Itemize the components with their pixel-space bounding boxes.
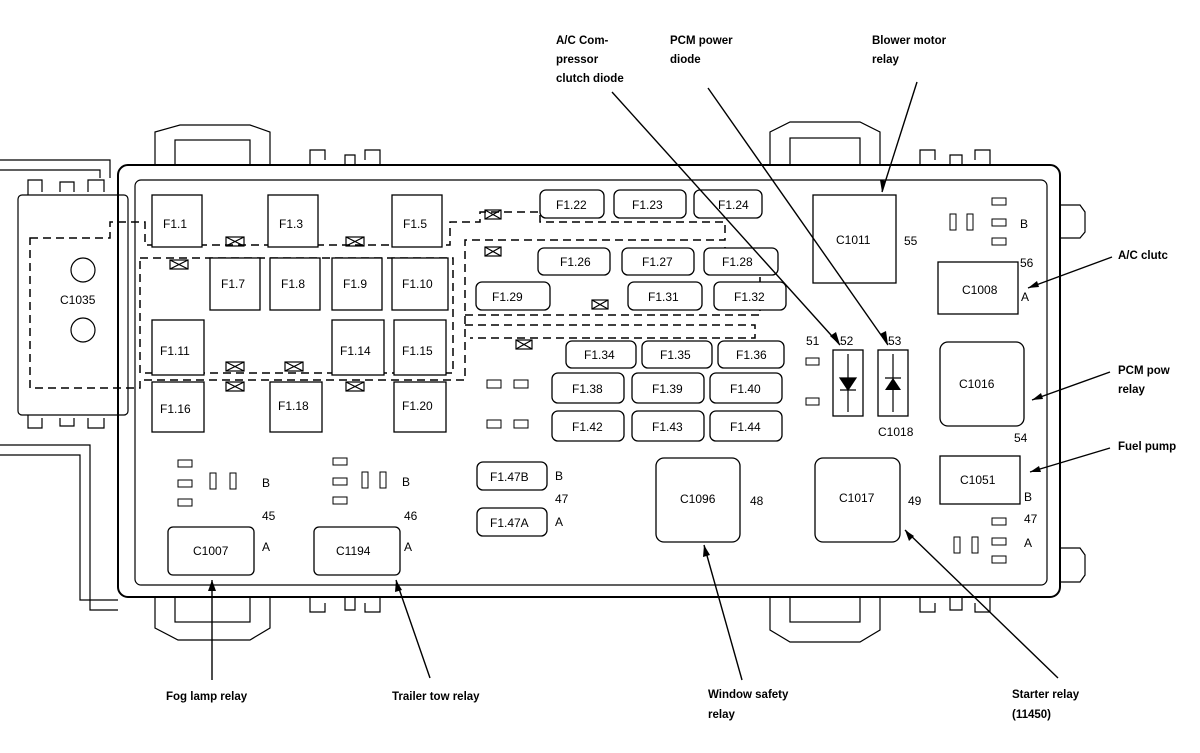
fuse-f1-14: F1.14 (340, 344, 371, 358)
relay-c1194: C1194 (336, 544, 371, 558)
fuse-f1-24: F1.24 (718, 198, 749, 212)
callout-ac-diode-1: A/C Com- (556, 35, 609, 47)
position-56: 56 (1020, 256, 1034, 270)
position-b-47: B (555, 469, 563, 483)
position-b-54: B (1024, 490, 1032, 504)
position-47-right: 47 (1024, 512, 1038, 526)
relay-c1051: C1051 (960, 473, 996, 487)
fuse-f1-27: F1.27 (642, 255, 673, 269)
fuse-f1-28: F1.28 (722, 255, 753, 269)
callout-window-safety-1: Window safety (708, 689, 789, 701)
position-b-55: B (1020, 217, 1028, 231)
position-51: 51 (806, 334, 820, 348)
relay-c1007: C1007 (193, 544, 229, 558)
position-54: 54 (1014, 431, 1028, 445)
callout-fog-lamp: Fog lamp relay (166, 691, 248, 703)
diode-c1018: C1018 (878, 425, 914, 439)
callout-leaders (211, 81, 1113, 681)
position-55: 55 (904, 234, 918, 248)
fuse-f1-29: F1.29 (492, 290, 523, 304)
fuse-f1-43: F1.43 (652, 420, 683, 434)
position-a-47r: A (1024, 536, 1032, 550)
fuse-f1-9: F1.9 (343, 277, 367, 291)
fuse-f1-40: F1.40 (730, 382, 761, 396)
fuse-f1-39: F1.39 (652, 382, 683, 396)
callout-ac-diode-2: pressor (556, 54, 599, 66)
fuse-f1-34: F1.34 (584, 348, 615, 362)
connector-c1035-label: C1035 (60, 293, 96, 307)
callout-blower-1: Blower motor (872, 35, 947, 47)
callout-arrowheads (208, 180, 1043, 592)
position-46: 46 (404, 509, 418, 523)
fuse-f1-11: F1.11 (160, 344, 190, 358)
callout-pcm-relay-2: relay (1118, 384, 1145, 396)
fuse-f1-42: F1.42 (572, 420, 603, 434)
fuse-f1-22: F1.22 (556, 198, 587, 212)
callout-fuel-pump: Fuel pump (1118, 441, 1176, 453)
relay-c1017: C1017 (839, 491, 875, 505)
fuse-f1-10: F1.10 (402, 277, 433, 291)
callout-starter-2: (11450) (1012, 709, 1051, 721)
fuse-f1-20: F1.20 (402, 399, 433, 413)
position-48: 48 (750, 494, 764, 508)
callout-starter-1: Starter relay (1012, 689, 1080, 701)
fuse-f1-31: F1.31 (648, 290, 679, 304)
pin-slots: B B B 47 A (177, 197, 1038, 564)
position-47-left: 47 (555, 492, 569, 506)
callout-pcm-diode-2: diode (670, 54, 701, 66)
callout-pcm-diode-1: PCM power (670, 35, 733, 47)
position-a-47: A (555, 515, 563, 529)
fuse-f1-8: F1.8 (281, 277, 305, 291)
fuse-f1-18: F1.18 (278, 399, 309, 413)
fuse-f1-47a: F1.47A (490, 516, 529, 530)
fuse-f1-32: F1.32 (734, 290, 765, 304)
position-a-45: A (262, 540, 270, 554)
relay-c1011: C1011 (836, 233, 871, 247)
fuse-f1-5: F1.5 (403, 217, 427, 231)
callout-window-safety-2: relay (708, 709, 735, 721)
callout-labels: A/C Com- pressor clutch diode PCM power … (166, 35, 1176, 721)
callout-ac-diode-3: clutch diode (556, 73, 624, 85)
position-45: 45 (262, 509, 276, 523)
fuse-f1-26: F1.26 (560, 255, 591, 269)
callout-blower-2: relay (872, 54, 899, 66)
relays: C1011 55 C1008 56 A C1016 54 C1051 B C10… (167, 194, 1034, 576)
fuse-box-housing (0, 121, 1086, 643)
fuse-f1-1: F1.1 (163, 217, 187, 231)
position-a-46: A (404, 540, 412, 554)
callout-ac-clutch: A/C clutc (1118, 250, 1168, 262)
position-49: 49 (908, 494, 922, 508)
relay-c1096: C1096 (680, 492, 716, 506)
connector-c1035: C1035 (60, 257, 96, 343)
position-b-45: B (262, 476, 270, 490)
fuse-f1-15: F1.15 (402, 344, 433, 358)
position-53: 53 (888, 334, 902, 348)
relay-c1008: C1008 (962, 283, 998, 297)
fuse-f1-35: F1.35 (660, 348, 691, 362)
mini-fuse-block: F1.22 F1.23 F1.24 F1.26 F1.27 F1.28 F1.2… (475, 189, 787, 537)
position-b-46: B (402, 475, 410, 489)
fuse-f1-3: F1.3 (279, 217, 303, 231)
position-a-56: A (1021, 290, 1029, 304)
fuse-f1-47b: F1.47B (490, 470, 529, 484)
fuse-f1-7: F1.7 (221, 277, 245, 291)
fuse-f1-38: F1.38 (572, 382, 603, 396)
relay-c1016: C1016 (959, 377, 995, 391)
fuse-f1-44: F1.44 (730, 420, 761, 434)
fuse-f1-36: F1.36 (736, 348, 767, 362)
diode-block: 51 52 53 C1018 (805, 334, 914, 439)
fuse-f1-23: F1.23 (632, 198, 663, 212)
left-fuse-block: F1.1 F1.3 F1.5 F1.7 F1.8 F1.9 F1.10 F1.1… (151, 194, 609, 433)
fuse-f1-16: F1.16 (160, 402, 191, 416)
callout-trailer-tow: Trailer tow relay (392, 691, 480, 703)
callout-pcm-relay-1: PCM pow (1118, 365, 1170, 377)
position-52: 52 (840, 334, 854, 348)
